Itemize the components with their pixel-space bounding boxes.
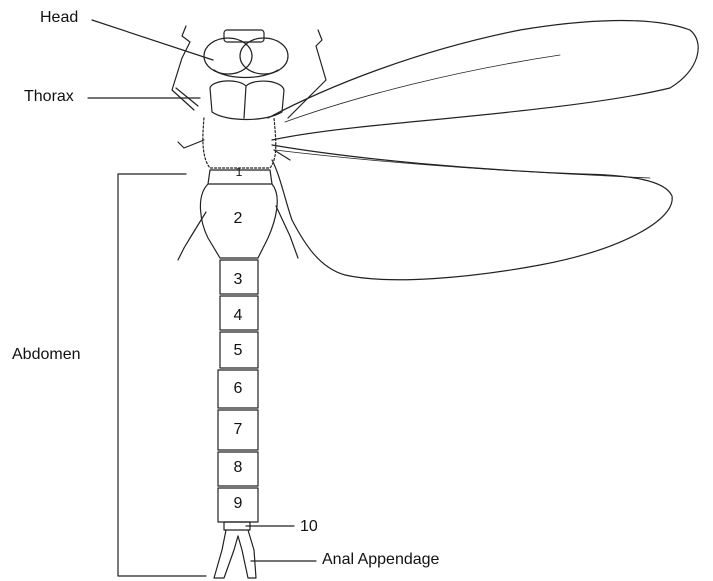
- left-hind-leg: [178, 212, 206, 260]
- anal-appendage-right: [238, 530, 256, 578]
- forewing: [268, 21, 698, 140]
- head-label: Head: [40, 10, 78, 26]
- left-compound-eye: [204, 38, 252, 74]
- segment-number-1: 1: [229, 166, 249, 178]
- abdomen-label: Abdomen: [12, 347, 81, 363]
- hindwing: [272, 145, 672, 280]
- segment-number-2: 2: [228, 211, 248, 227]
- anal-appendage-label: Anal Appendage: [322, 552, 439, 568]
- segment-number-7: 7: [228, 422, 248, 438]
- segment-number-8: 8: [228, 460, 248, 476]
- forewing-vein: [285, 55, 560, 122]
- segment-number-5: 5: [228, 343, 248, 359]
- right-compound-eye: [240, 38, 288, 74]
- thorax-divider: [244, 86, 246, 118]
- thorax-lower: [203, 118, 276, 168]
- thorax-label: Thorax: [24, 89, 74, 105]
- head-leader-line: [92, 20, 213, 60]
- segment-number-3: 3: [228, 272, 248, 288]
- segment-number-6: 6: [228, 381, 248, 397]
- head-top: [224, 30, 264, 42]
- left-middle-leg: [178, 140, 204, 148]
- segment-number-9: 9: [228, 496, 248, 512]
- segment-number-4: 4: [228, 308, 248, 324]
- segment-ten-label: 10: [300, 519, 318, 535]
- thorax-upper: [210, 81, 284, 120]
- anal-appendage-left: [214, 530, 238, 578]
- right-hind-leg: [276, 206, 298, 258]
